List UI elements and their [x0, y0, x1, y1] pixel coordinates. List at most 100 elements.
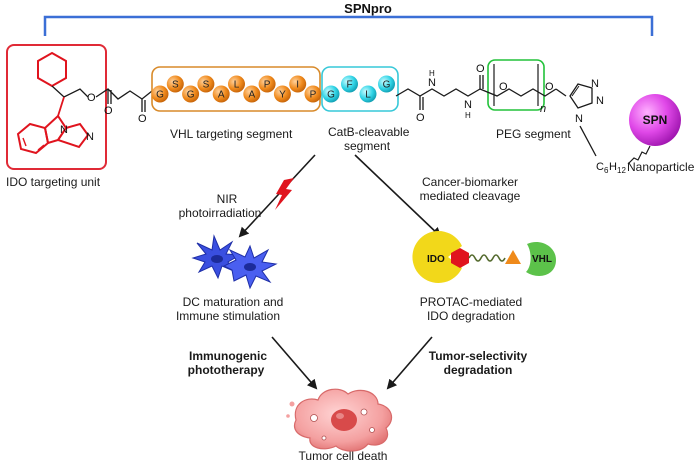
amide-nitrogen-1-h: H — [429, 69, 435, 78]
vhl-residue-letter-1: G — [156, 90, 164, 101]
ring-nitrogen-2: N — [86, 131, 94, 143]
vhl-residue-letter-4: S — [203, 80, 210, 91]
ring-nitrogen-1: N — [60, 124, 68, 136]
catb-residue-letter-3: L — [365, 90, 371, 101]
hexyl-chain-c: C — [596, 161, 604, 173]
peg-segment-label: PEG segment — [496, 127, 571, 141]
peg-oxygen-1: O — [499, 81, 508, 93]
catb-segment-box — [321, 66, 399, 112]
therapy-right-line2: degradation — [444, 363, 513, 377]
catb-residue-bead-2 — [341, 75, 358, 93]
amide-nitrogen-1: N — [428, 77, 436, 89]
carbonyl-oxygen-3: O — [416, 112, 425, 124]
linker-wave — [468, 254, 506, 262]
vhl-residue-letter-5: A — [218, 90, 225, 101]
arrow-right-to-tumor — [386, 336, 433, 390]
ido-warhead-hexagon — [451, 248, 469, 268]
hexyl-chain-h-sub: 12 — [617, 166, 626, 175]
hexyl-chain-h: H — [609, 161, 617, 173]
catb-residue-bead-1 — [322, 85, 340, 103]
catb-segment-label-line1: CatB-cleavable — [328, 125, 410, 139]
vhl-residue-bead-3 — [182, 85, 200, 103]
vhl-ligand-triangle — [505, 250, 521, 264]
carbonyl-oxygen-4: O — [476, 63, 485, 75]
arrow-to-dc — [238, 154, 316, 238]
vhl-segment-box — [151, 66, 321, 112]
spnpro-bracket — [43, 15, 654, 36]
spn-sphere-text: SPN — [643, 113, 668, 127]
vhl-protein-text: VHL — [532, 254, 552, 265]
vhl-residue-bead-9 — [273, 85, 291, 103]
vhl-residue-bead-2 — [166, 75, 184, 93]
protac-complex-icon: IDO VHL — [412, 231, 556, 284]
vhl-residue-bead-7 — [243, 85, 261, 103]
vhl-residue-bead-1 — [151, 85, 169, 103]
protac-outcome-line1: PROTAC-mediated — [420, 295, 522, 309]
vhl-residue-letter-10: I — [296, 80, 299, 91]
imidazole-ring — [56, 122, 90, 149]
dc-outcome-line1: DC maturation and — [183, 295, 284, 309]
peg-chain: O O n — [479, 64, 557, 115]
ido-unit-box — [6, 44, 107, 170]
vhl-residue-bead-11 — [304, 85, 322, 103]
tumor-cell-icon — [286, 388, 393, 452]
therapy-left-line1: Immunogenic — [189, 349, 267, 363]
vhl-residue-bead-5 — [212, 85, 230, 103]
spn-nanoparticle-sphere — [629, 94, 681, 146]
vhl-protein-shape — [526, 241, 556, 276]
protac-outcome-line2: IDO degradation — [427, 309, 515, 323]
succinyl-linker: O O — [95, 88, 153, 125]
arrow-left-to-tumor — [271, 336, 318, 390]
vhl-residue-letter-3: G — [187, 90, 195, 101]
dc-outcome-line2: Immune stimulation — [176, 309, 280, 323]
peg-repeat-n: n — [540, 103, 546, 115]
therapy-right-line1: Tumor-selectivity — [429, 349, 528, 363]
biomarker-label-line1: Cancer-biomarker — [422, 175, 518, 189]
catb-residue-letter-2: F — [346, 80, 352, 91]
carbonyl-oxygen-2: O — [138, 113, 147, 125]
triazole-linker: N N N C 6 H 12 — [555, 78, 651, 175]
catb-residue-bead-4 — [378, 75, 395, 93]
vhl-residue-bead-10 — [289, 75, 307, 93]
vhl-residue-bead-4 — [197, 75, 215, 93]
vhl-segment-label: VHL targeting segment — [170, 127, 293, 141]
triazole-n2: N — [596, 95, 604, 107]
ido-protein-shape — [412, 231, 462, 284]
ido-protein-text: IDO — [427, 254, 445, 265]
biomarker-label-line2: mediated cleavage — [420, 189, 521, 203]
vhl-residue-letter-2: S — [172, 80, 179, 91]
ester-oxygen-label: O — [87, 92, 96, 104]
carbonyl-oxygen-1: O — [104, 105, 113, 117]
catb-residue-letter-1: G — [327, 90, 335, 101]
catb-residue-letter-4: G — [383, 80, 391, 91]
vhl-residue-letter-9: Y — [279, 90, 286, 101]
amide-nitrogen-2: N — [464, 99, 472, 111]
ido-unit-label: IDO targeting unit — [6, 175, 101, 189]
spnpro-title: SPNpro — [344, 1, 392, 16]
hexyl-chain-c-sub: 6 — [604, 166, 609, 175]
nanoparticle-label: Nanoparticle — [627, 160, 695, 174]
vhl-residue-letter-11: P — [310, 90, 317, 101]
arrow-to-protac — [354, 154, 442, 238]
vhl-residue-bead-6 — [228, 75, 245, 93]
tumor-death-label: Tumor cell death — [299, 449, 388, 463]
dendritic-cells-icon — [191, 234, 278, 290]
lightning-icon — [275, 178, 294, 210]
triazole-n1: N — [591, 78, 599, 90]
cyclohexyl-ring — [37, 51, 67, 88]
nir-label-line1: NIR — [217, 192, 238, 206]
peg-segment-box — [487, 59, 545, 111]
ido-targeting-unit: O N N — [6, 44, 107, 170]
nir-label-line2: photoirradiation — [179, 206, 262, 220]
peg-oxygen-2: O — [545, 81, 554, 93]
vhl-residue-bead-8 — [258, 75, 276, 93]
therapy-left-line2: phototherapy — [188, 363, 265, 377]
catb-residue-bead-3 — [359, 85, 377, 103]
triazole-n3: N — [575, 113, 583, 125]
vhl-residue-letter-6: L — [234, 80, 240, 91]
catb-segment-label-line2: segment — [344, 139, 391, 153]
